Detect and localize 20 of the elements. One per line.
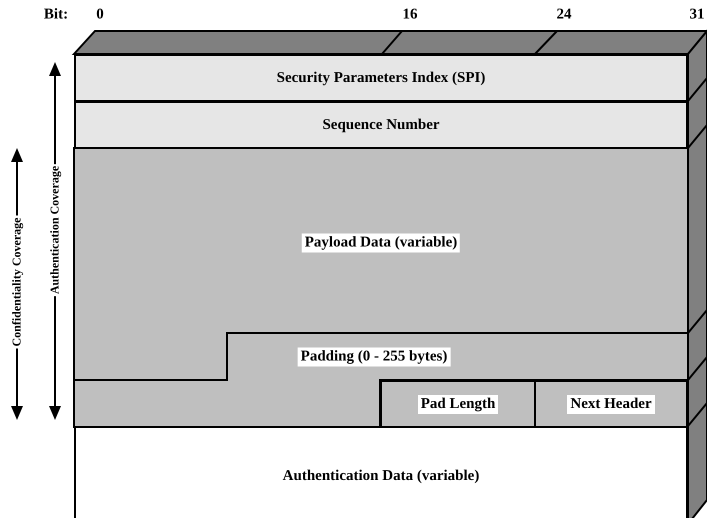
field-label: Payload Data (variable) [302,234,460,252]
field-label: Next Header [567,394,655,414]
field-label: Authentication Data (variable) [282,466,480,486]
field-box [74,101,688,149]
bit-number: 16 [402,6,418,24]
field-box [74,426,688,518]
field-label: Padding (0 - 255 bytes) [298,348,450,366]
field-label: Pad Length [418,394,498,414]
bit-number: 31 [688,6,706,24]
bit-number: 0 [95,6,105,24]
field-label: Security Parameters Index (SPI) [276,68,486,88]
coverage-label: Confidentiality Coverage [10,216,24,348]
bit-number: 24 [556,6,572,24]
field-box [534,380,688,428]
field-box [74,54,688,102]
bit-label: Bit: [42,6,70,24]
field-label: Sequence Number [321,116,441,134]
coverage-label: Authentication Coverage [48,164,62,296]
field-box [74,148,688,380]
field-box [380,380,536,428]
